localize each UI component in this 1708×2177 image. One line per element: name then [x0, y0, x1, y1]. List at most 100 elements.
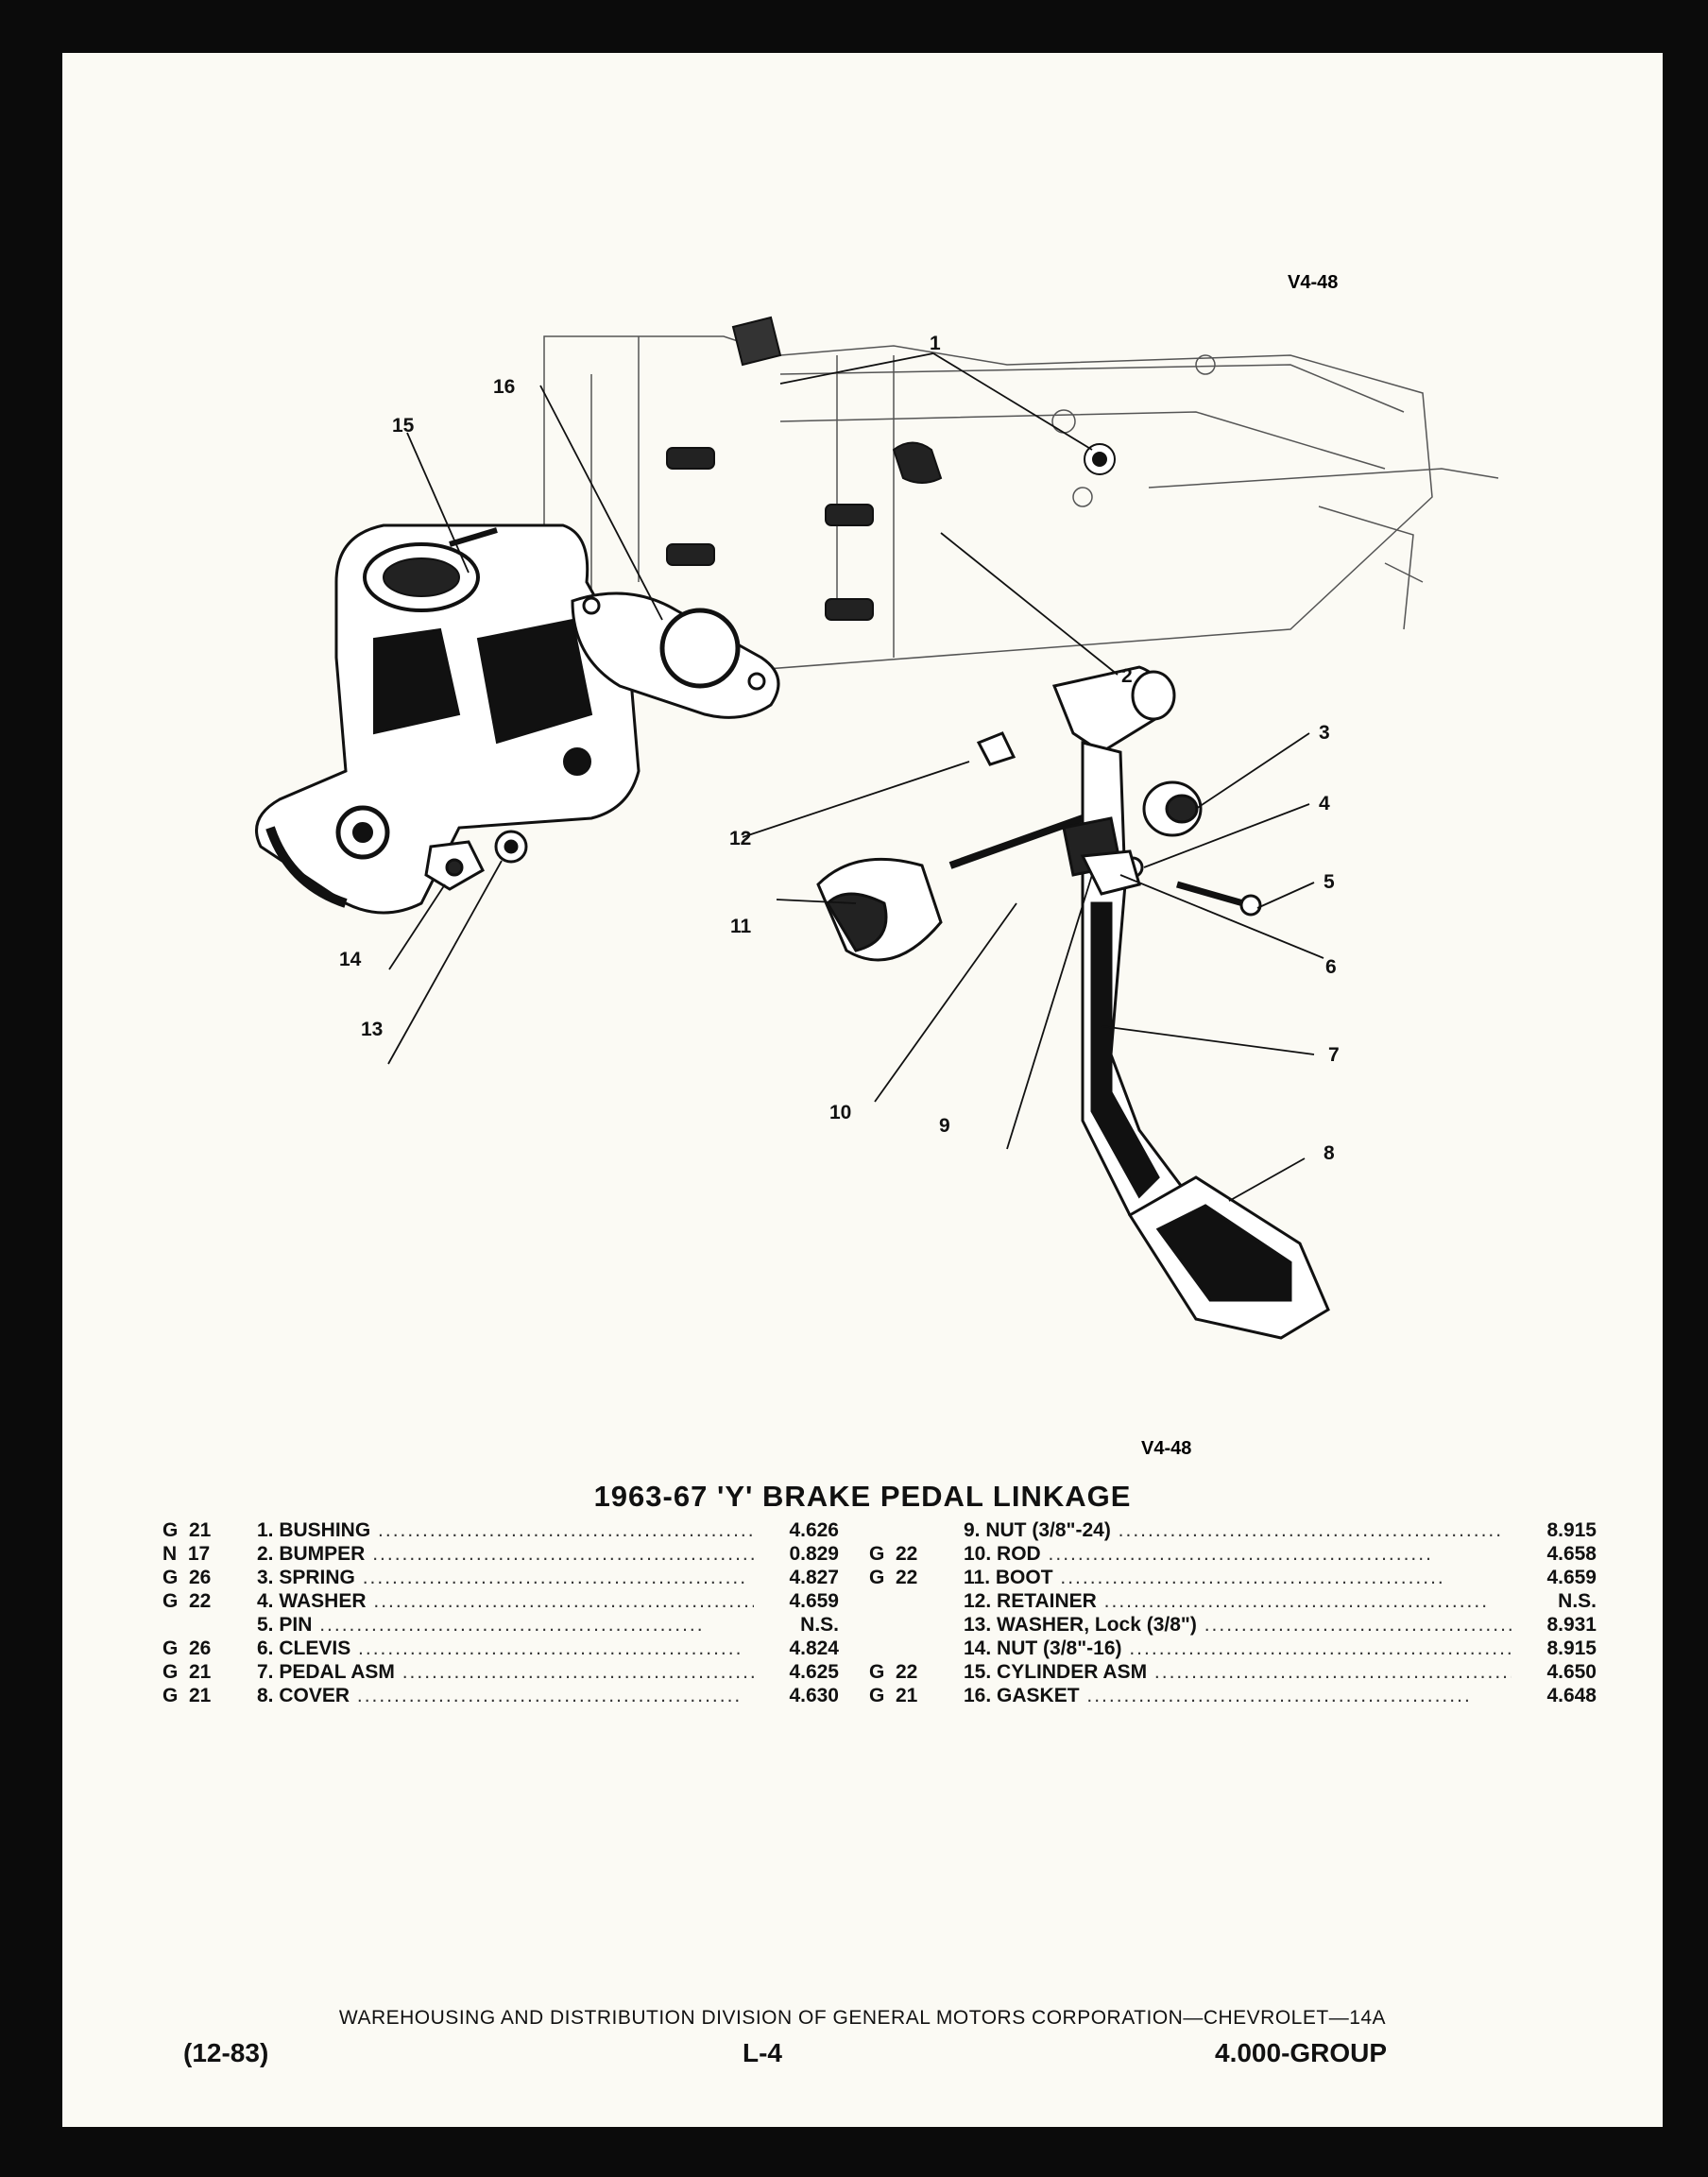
- callout-16: 16: [493, 376, 516, 398]
- part-number: 4.630: [789, 1685, 839, 1706]
- nut-washer-parts: [424, 830, 528, 891]
- footer-group: 4.000-GROUP: [1215, 2038, 1388, 2067]
- leader-dots: ........................................…: [1204, 1614, 1512, 1636]
- group-code: G 26: [162, 1567, 212, 1588]
- group-code: [869, 1589, 964, 1613]
- leader-dots: ........................................…: [350, 1685, 743, 1706]
- group-code: G 21: [869, 1685, 918, 1706]
- part-description: 6. CLEVIS: [257, 1637, 351, 1659]
- callout-4: 4: [1319, 793, 1330, 814]
- part-description: 13. WASHER, Lock (3/8"): [964, 1614, 1197, 1636]
- part-number: 4.659: [789, 1590, 839, 1612]
- gasket-part: [571, 591, 780, 719]
- part-number: N.S.: [1558, 1590, 1597, 1612]
- page-title: 1963-67 'Y' BRAKE PEDAL LINKAGE: [593, 1480, 1132, 1513]
- callout-5: 5: [1324, 871, 1335, 893]
- parts-row: 14. NUT (3/8"-16) ......................…: [869, 1637, 1597, 1660]
- part-description: 16. GASKET: [964, 1685, 1080, 1706]
- master-cylinder: [255, 523, 640, 915]
- group-code: G 21: [162, 1661, 212, 1683]
- part-description: 14. NUT (3/8"-16): [964, 1637, 1122, 1659]
- footer-page-number: L-4: [743, 2038, 782, 2067]
- parts-row: N 17 2. BUMPER ..........................…: [162, 1542, 839, 1566]
- catalog-page: V4-48 1 2 3 4 5 6 7 8 9 10 11 12 13 14 1…: [62, 53, 1663, 2127]
- part-number: 8.915: [1546, 1519, 1597, 1541]
- group-code: [869, 1637, 964, 1660]
- part-description: 4. WASHER: [257, 1590, 367, 1612]
- parts-row: G 22 4. WASHER ..........................…: [162, 1589, 839, 1613]
- group-code: [869, 1518, 964, 1542]
- leader-dots: ........................................…: [312, 1614, 705, 1636]
- leader-dots: ........................................…: [370, 1519, 754, 1541]
- parts-row: G 21 7. PEDAL ASM .......................…: [162, 1660, 839, 1684]
- callout-2: 2: [1121, 665, 1133, 687]
- callout-7: 7: [1328, 1044, 1340, 1066]
- part-number: 8.915: [1546, 1637, 1597, 1659]
- part-number: 4.827: [789, 1567, 839, 1588]
- leader-dots: ........................................…: [365, 1543, 754, 1565]
- parts-row: 5. PIN .................................…: [162, 1613, 839, 1637]
- rod-part: [948, 814, 1085, 869]
- leader-dots: ........................................…: [394, 1661, 754, 1683]
- leader-dots: ........................................…: [1121, 1637, 1512, 1659]
- leader-dots: ........................................…: [366, 1590, 754, 1612]
- diagram-code-bottom: V4-48: [1141, 1438, 1192, 1459]
- part-number: 4.658: [1546, 1543, 1597, 1565]
- callout-1: 1: [930, 333, 941, 354]
- callout-15: 15: [392, 415, 415, 437]
- parts-list-left: G 21 1. BUSHING .........................…: [162, 1518, 839, 1707]
- callout-13: 13: [361, 1019, 384, 1040]
- leader-dots: ........................................…: [1040, 1543, 1433, 1565]
- leader-dots: ........................................…: [350, 1637, 743, 1659]
- group-code: G 22: [869, 1661, 918, 1683]
- parts-row: G 22 10. ROD ............................…: [869, 1542, 1597, 1566]
- brake-pedal-exploded-diagram: [255, 316, 1499, 1340]
- callout-12: 12: [729, 828, 752, 849]
- part-description: 10. ROD: [964, 1543, 1041, 1565]
- boot-part: [816, 857, 943, 962]
- parts-row: 13. WASHER, Lock (3/8") ................…: [869, 1613, 1597, 1637]
- pedal-cover: [1127, 1175, 1330, 1340]
- part-description: 9. NUT (3/8"-24): [964, 1519, 1111, 1541]
- parts-row: 9. NUT (3/8"-24) .......................…: [869, 1518, 1597, 1542]
- part-number: 8.931: [1546, 1614, 1597, 1636]
- group-code: G 22: [162, 1590, 212, 1612]
- callout-9: 9: [939, 1115, 950, 1137]
- diagram-code-top: V4-48: [1288, 272, 1339, 293]
- bumper-part: [892, 441, 943, 484]
- part-description: 12. RETAINER: [964, 1590, 1097, 1612]
- group-code: G 21: [162, 1685, 212, 1706]
- mounting-studs: [666, 447, 874, 621]
- part-description: 11. BOOT: [964, 1567, 1053, 1588]
- parts-list-right: 9. NUT (3/8"-24) .......................…: [869, 1518, 1597, 1707]
- callout-11: 11: [730, 916, 752, 937]
- part-description: 5. PIN: [257, 1614, 313, 1636]
- callout-8: 8: [1324, 1142, 1335, 1164]
- group-code: N 17: [162, 1543, 211, 1565]
- leader-dots: ........................................…: [1110, 1519, 1504, 1541]
- part-number: 4.626: [789, 1519, 839, 1541]
- part-description: 1. BUSHING: [257, 1519, 371, 1541]
- group-code: G 22: [869, 1543, 918, 1565]
- part-description: 7. PEDAL ASM: [257, 1661, 395, 1683]
- part-description: 2. BUMPER: [257, 1543, 366, 1565]
- callout-14: 14: [339, 949, 362, 970]
- group-code: G 22: [869, 1567, 918, 1588]
- spring-pin-clevis: [1080, 780, 1262, 917]
- part-number: 4.824: [789, 1637, 839, 1659]
- part-number: 4.650: [1546, 1661, 1597, 1683]
- leader-lines: [387, 352, 1324, 1202]
- part-description: 3. SPRING: [257, 1567, 355, 1588]
- part-number: 4.625: [789, 1661, 839, 1683]
- callout-10: 10: [829, 1102, 852, 1123]
- leader-dots: ........................................…: [1052, 1567, 1445, 1588]
- part-number: 4.659: [1546, 1567, 1597, 1588]
- callout-6: 6: [1325, 956, 1337, 978]
- group-code: [162, 1613, 257, 1637]
